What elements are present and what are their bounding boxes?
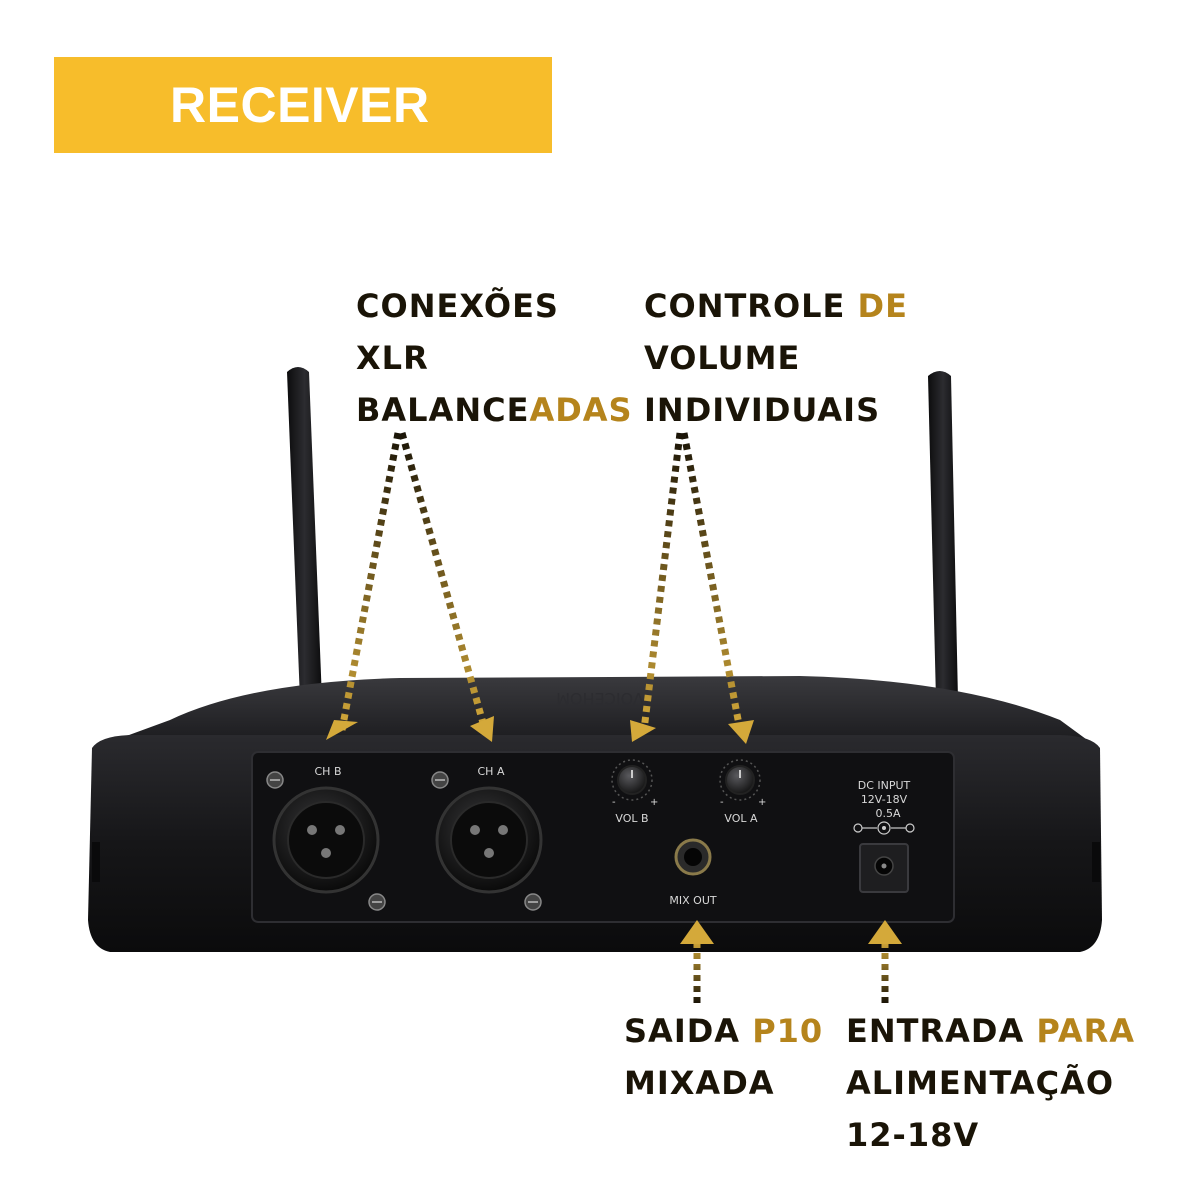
volume-knob-b <box>611 759 653 801</box>
volume-arrowhead-right <box>728 720 754 744</box>
dc-arrowhead <box>868 920 902 944</box>
callout-volume-line1: CONTROLE DE <box>644 280 908 332</box>
callout-p10-line1-dark: SAIDA <box>624 1012 753 1050</box>
volume-arrowhead-left <box>630 720 656 742</box>
callout-dc-line1-dark: ENTRADA <box>846 1012 1037 1050</box>
dc-polarity-icon <box>853 821 915 835</box>
banner-title: RECEIVER <box>170 77 430 133</box>
antenna-right <box>928 371 958 700</box>
callout-p10-output: SAIDA P10 MIXADA <box>624 1005 823 1109</box>
xlr-arrowhead-left <box>326 720 358 740</box>
callout-p10-line1-gold: P10 <box>752 1012 824 1050</box>
vol-b-label: VOL B <box>615 812 648 825</box>
callout-volume-line1-gold: DE <box>857 287 908 325</box>
vol-b-minus-label: - <box>612 797 616 808</box>
callout-volume-control: CONTROLE DE VOLUME INDIVIDUAIS <box>644 280 908 436</box>
ch-b-label: CH B <box>315 765 342 778</box>
callout-xlr-line3-dark: BALANCE <box>356 391 530 429</box>
dc-voltage-label: 12V-18V <box>861 793 908 806</box>
dc-input-jack <box>859 843 909 893</box>
ch-a-label: CH A <box>478 765 505 778</box>
callout-xlr-line3-gold: ADAS <box>529 391 633 429</box>
xlr-connector-ch-b <box>266 771 386 911</box>
vol-a-plus-label: + <box>758 797 766 808</box>
connector-panel <box>251 751 955 923</box>
p10-arrowhead <box>680 920 714 944</box>
vol-a-minus-label: - <box>720 797 724 808</box>
callout-p10-line2: MIXADA <box>624 1064 775 1102</box>
dc-current-label: 0.5A <box>875 807 900 820</box>
callout-xlr-line1: CONEXÕES <box>356 287 559 325</box>
callout-volume-line2: VOLUME <box>644 339 801 377</box>
mix-out-label: MIX OUT <box>669 894 716 907</box>
volume-knob-a <box>719 759 761 801</box>
dc-input-label: DC INPUT <box>858 779 911 792</box>
callout-xlr-connections: CONEXÕES XLR BALANCEADAS <box>356 280 633 436</box>
xlr-arrow-right <box>398 432 489 731</box>
callout-volume-line3: INDIVIDUAIS <box>644 391 881 429</box>
callout-dc-line3: 12-18V <box>846 1116 980 1154</box>
callout-dc-input: ENTRADA PARA ALIMENTAÇÃO 12-18V <box>846 1005 1135 1161</box>
callout-volume-line1-dark: CONTROLE <box>644 287 858 325</box>
xlr-connector-ch-a <box>431 771 543 911</box>
callout-dc-line1-gold: PARA <box>1036 1012 1136 1050</box>
callout-xlr-line2: XLR <box>356 339 429 377</box>
antenna-left <box>287 367 322 700</box>
volume-arrow-left <box>640 432 684 731</box>
title-banner: RECEIVER <box>54 57 552 153</box>
p10-mix-out-jack <box>674 838 712 876</box>
callout-p10-line1: SAIDA P10 <box>624 1005 823 1057</box>
callout-dc-line1: ENTRADA PARA <box>846 1005 1135 1057</box>
xlr-arrowhead-right <box>470 716 494 742</box>
vol-b-plus-label: + <box>650 797 658 808</box>
vol-a-label: VOL A <box>724 812 758 825</box>
callout-dc-line2: ALIMENTAÇÃO <box>846 1064 1115 1102</box>
callout-xlr-line3: BALANCEADAS <box>356 384 633 436</box>
svg-text:VOICEHOM: VOICEHOM <box>556 689 644 708</box>
